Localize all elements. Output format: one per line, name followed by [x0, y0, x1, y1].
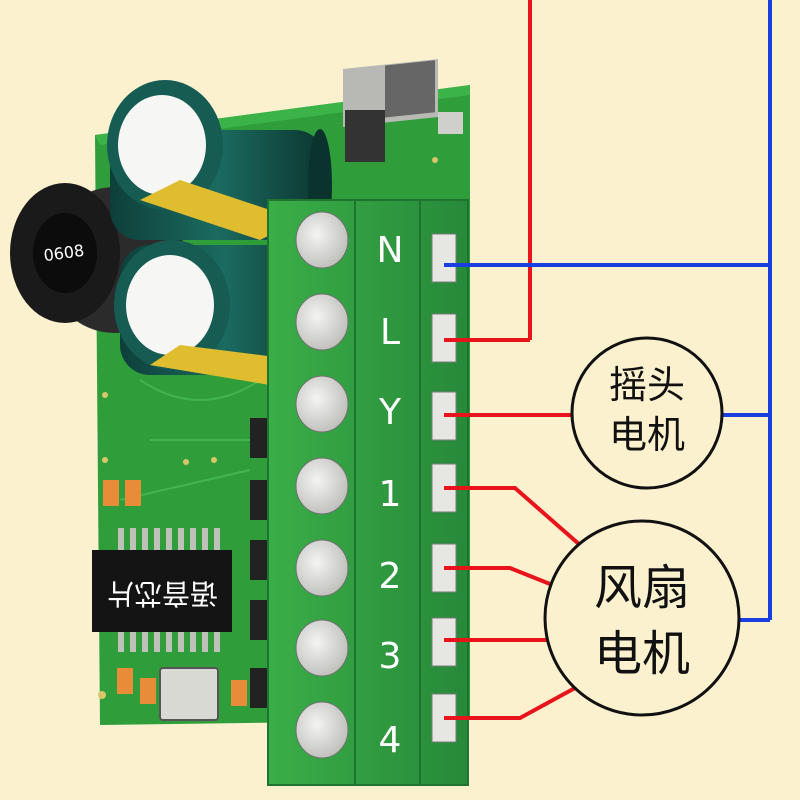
- terminal-label-N: N: [377, 230, 404, 271]
- terminal-label-L: L: [380, 312, 400, 353]
- crystal: [159, 667, 219, 721]
- swing-motor-label-line1: 摇头: [609, 363, 685, 407]
- swing-motor: 摇头 电机: [570, 336, 724, 490]
- ic-pins: [118, 528, 220, 652]
- terminal-screws: [295, 211, 349, 759]
- terminal-block: N L Y 1 2 3 4: [267, 199, 469, 786]
- terminal-label-1: 1: [379, 474, 402, 515]
- smd-resistors: [250, 418, 270, 708]
- fan-motor-label-line2: 电机: [594, 626, 690, 682]
- terminal-label-Y: Y: [378, 392, 402, 433]
- fan-motor-label-line1: 风扇: [594, 560, 690, 616]
- wire-stubs: [444, 263, 470, 720]
- voice-chip: 语音芯片: [92, 550, 232, 632]
- small-capacitors: [103, 480, 247, 706]
- swing-motor-label-line2: 电机: [609, 413, 685, 457]
- diode: [343, 58, 463, 162]
- terminal-label-3: 3: [379, 636, 402, 677]
- terminal-label-2: 2: [379, 556, 402, 597]
- voice-chip-label: 语音芯片: [106, 577, 218, 610]
- terminal-label-4: 4: [379, 720, 402, 761]
- fan-motor: 风扇 电机: [543, 519, 741, 717]
- electrolytic-capacitor-top: [107, 80, 332, 241]
